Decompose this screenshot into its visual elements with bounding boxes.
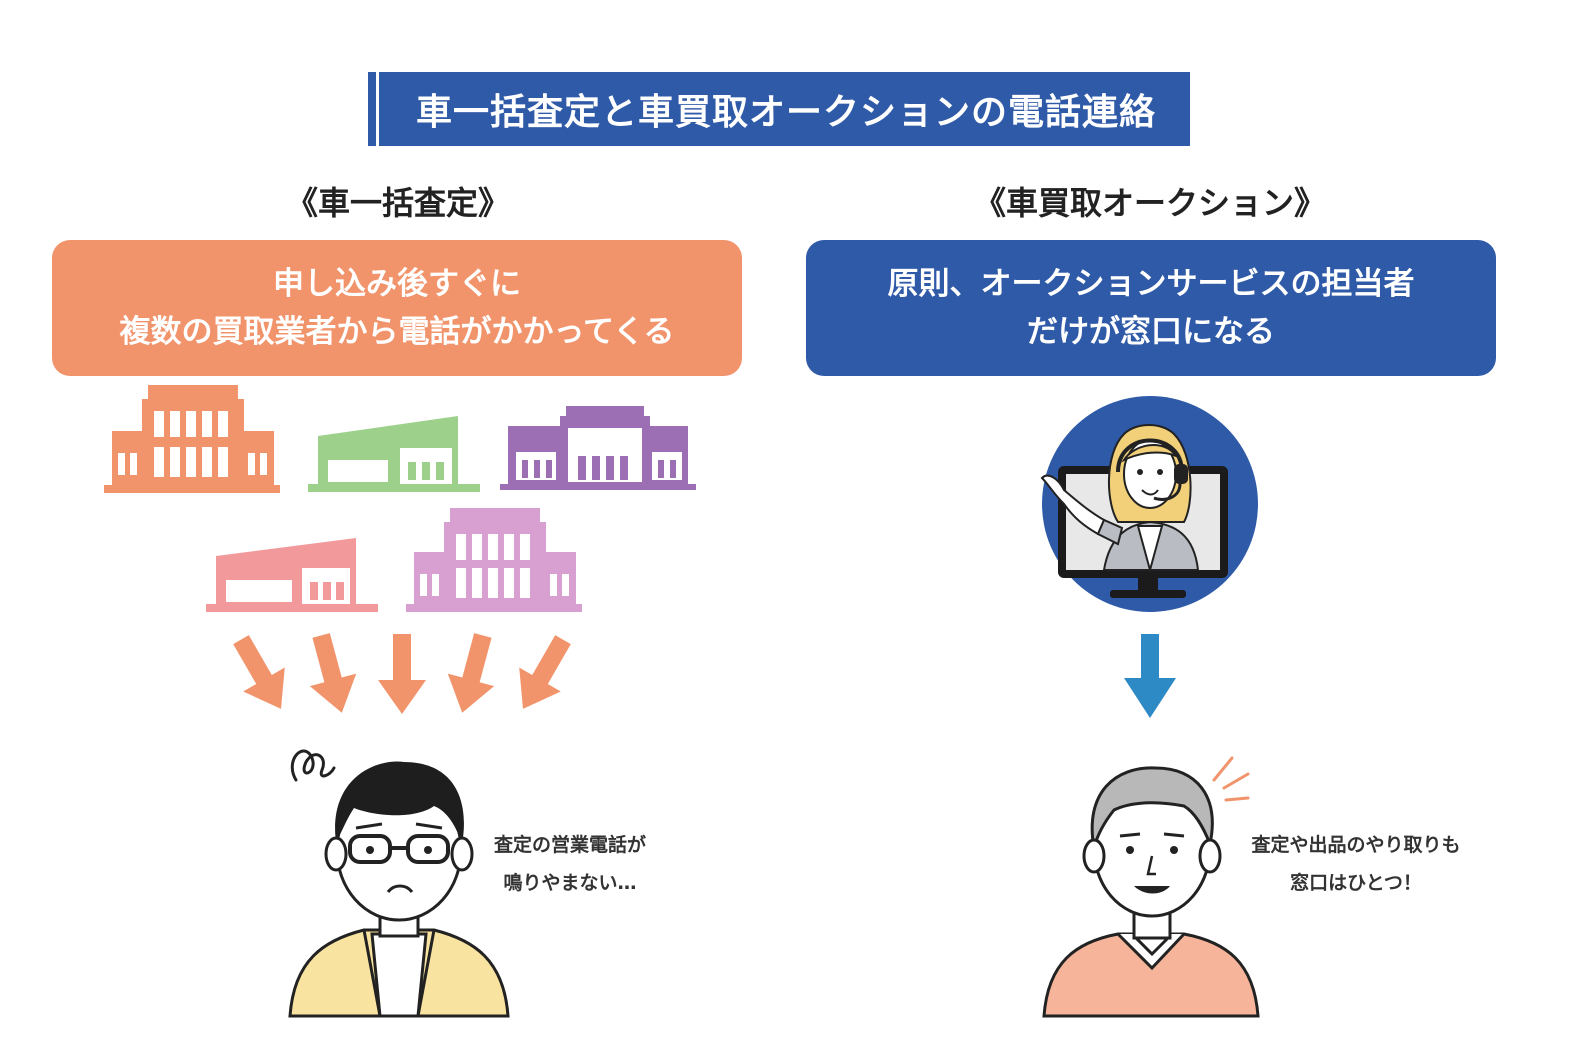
- right-heading: 《車買取オークション》: [973, 184, 1326, 222]
- store-icon-purple: [500, 406, 696, 490]
- arrow-down-icon-5: [519, 635, 571, 709]
- page-title: 車一括査定と車買取オークションの電話連絡: [415, 92, 1156, 133]
- happy-man-icon: [1042, 756, 1260, 1018]
- arrow-down-icon-1: [233, 635, 285, 709]
- worried-man-icon: [288, 749, 510, 1018]
- operator-headset-icon: [1040, 396, 1258, 612]
- converging-arrows: [233, 633, 571, 714]
- arrow-down-icon-4: [447, 633, 495, 713]
- left-heading: 《車一括査定》: [285, 184, 510, 222]
- store-icon-pink: [206, 538, 378, 612]
- left-box-line1: 申し込み後すぐに: [273, 266, 521, 302]
- right-box-line1: 原則、オークションサービスの担当者: [887, 266, 1415, 302]
- building-icon-orange: [104, 385, 280, 493]
- right-caption-line2: 窓口はひとつ！: [1290, 872, 1422, 894]
- arrow-down-icon-blue: [1124, 634, 1176, 718]
- arrow-down-icon-2: [309, 633, 357, 713]
- right-caption: 査定や出品のやり取りも 窓口はひとつ！: [1226, 826, 1486, 902]
- title-bar: 車一括査定と車買取オークションの電話連絡: [368, 72, 1190, 146]
- right-description-box: 原則、オークションサービスの担当者 だけが窓口になる: [806, 240, 1496, 376]
- store-icon-green: [308, 416, 480, 492]
- arrow-down-icon-3: [378, 634, 426, 714]
- left-box-line2: 複数の買取業者から電話がかかってくる: [119, 314, 675, 350]
- left-description-box: 申し込み後すぐに 複数の買取業者から電話がかかってくる: [52, 240, 742, 376]
- right-caption-line1: 査定や出品のやり取りも: [1251, 834, 1461, 856]
- left-caption-line1: 査定の営業電話が: [493, 834, 646, 856]
- left-caption-line2: 鳴りやまない…: [503, 872, 637, 894]
- right-box-line2: だけが窓口になる: [1027, 314, 1275, 350]
- building-icon-lilac: [406, 508, 582, 612]
- left-caption: 査定の営業電話が 鳴りやまない…: [470, 826, 670, 902]
